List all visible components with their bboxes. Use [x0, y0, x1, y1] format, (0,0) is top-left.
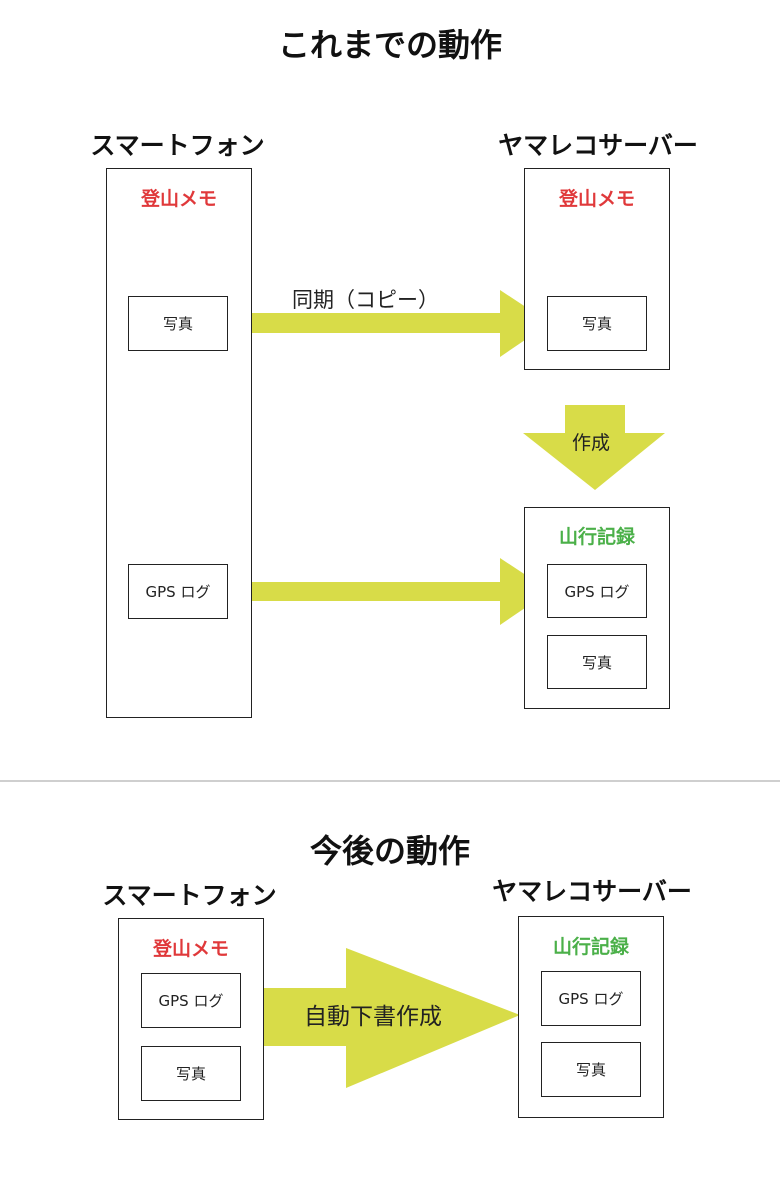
phone-heading: スマートフォン: [90, 131, 265, 160]
server-heading: ヤマレコサーバー: [498, 131, 698, 160]
future-phone-heading: スマートフォン: [102, 881, 277, 910]
create-arrow: [523, 405, 665, 490]
gps-arrow: [228, 558, 550, 625]
record-label: 山行記録: [558, 526, 635, 548]
phone-photo-item: 写真: [128, 296, 228, 351]
future-phone-photo-item: 写真: [141, 1046, 241, 1101]
record-photo-item: 写真: [547, 635, 647, 689]
section-divider: [0, 780, 780, 782]
auto-draft-label: 自動下書作成: [304, 1004, 442, 1030]
phone-memo-label: 登山メモ: [140, 188, 217, 210]
record-gps-item: GPS ログ: [547, 564, 647, 618]
auto-draft-arrow: [262, 948, 520, 1088]
future-record-label: 山行記録: [552, 936, 629, 958]
future-record-gps-item: GPS ログ: [541, 971, 641, 1026]
section-title-current: これまでの動作: [277, 26, 502, 64]
server-photo-item: 写真: [547, 296, 647, 351]
future-server-heading: ヤマレコサーバー: [492, 877, 692, 906]
future-phone-gps-item: GPS ログ: [141, 973, 241, 1028]
phone-memo-box: [106, 168, 252, 718]
sync-arrow: [228, 290, 550, 357]
section-title-future: 今後の動作: [309, 832, 470, 870]
phone-gps-item: GPS ログ: [128, 564, 228, 619]
server-memo-label: 登山メモ: [558, 188, 635, 210]
create-label: 作成: [572, 432, 611, 454]
future-phone-label: 登山メモ: [152, 938, 229, 960]
future-record-photo-item: 写真: [541, 1042, 641, 1097]
sync-label: 同期（コピー）: [292, 288, 439, 312]
